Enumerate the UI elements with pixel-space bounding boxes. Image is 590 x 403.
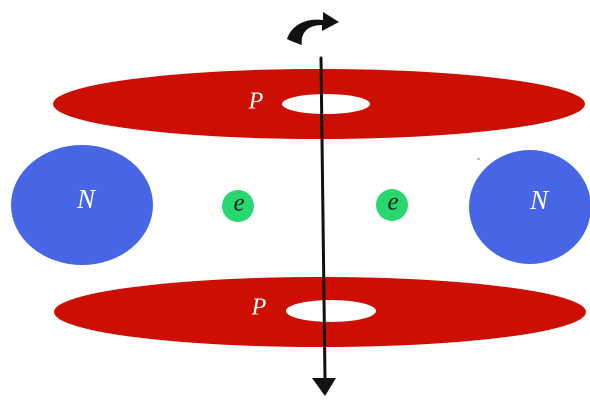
left-neutron-label: N [76,184,97,214]
right-neutron-circle [469,150,590,264]
top-proton-label: P [248,89,264,115]
top-proton-disk: P [53,69,585,139]
left-neutron-circle [11,145,153,265]
left-electron-circle [222,190,254,222]
bottom-proton-hole [286,300,376,322]
axis-line [319,56,327,381]
right-electron-label: e [387,189,398,216]
rotation-arrow-icon [287,12,339,45]
top-proton-hole [282,94,370,114]
right-neutron: N [469,150,590,264]
rotation-arrow-shape [287,12,339,45]
right-electron: e [376,189,408,221]
rotation-axis [312,56,336,396]
bottom-proton-label: P [251,295,267,321]
bottom-proton-disk: P [54,277,586,347]
left-neutron: N [11,145,153,265]
right-neutron-label: N [529,185,550,215]
left-electron-label: e [233,190,244,217]
left-electron: e [222,190,254,222]
down-arrow-icon [312,378,336,396]
right-electron-circle [376,189,408,221]
